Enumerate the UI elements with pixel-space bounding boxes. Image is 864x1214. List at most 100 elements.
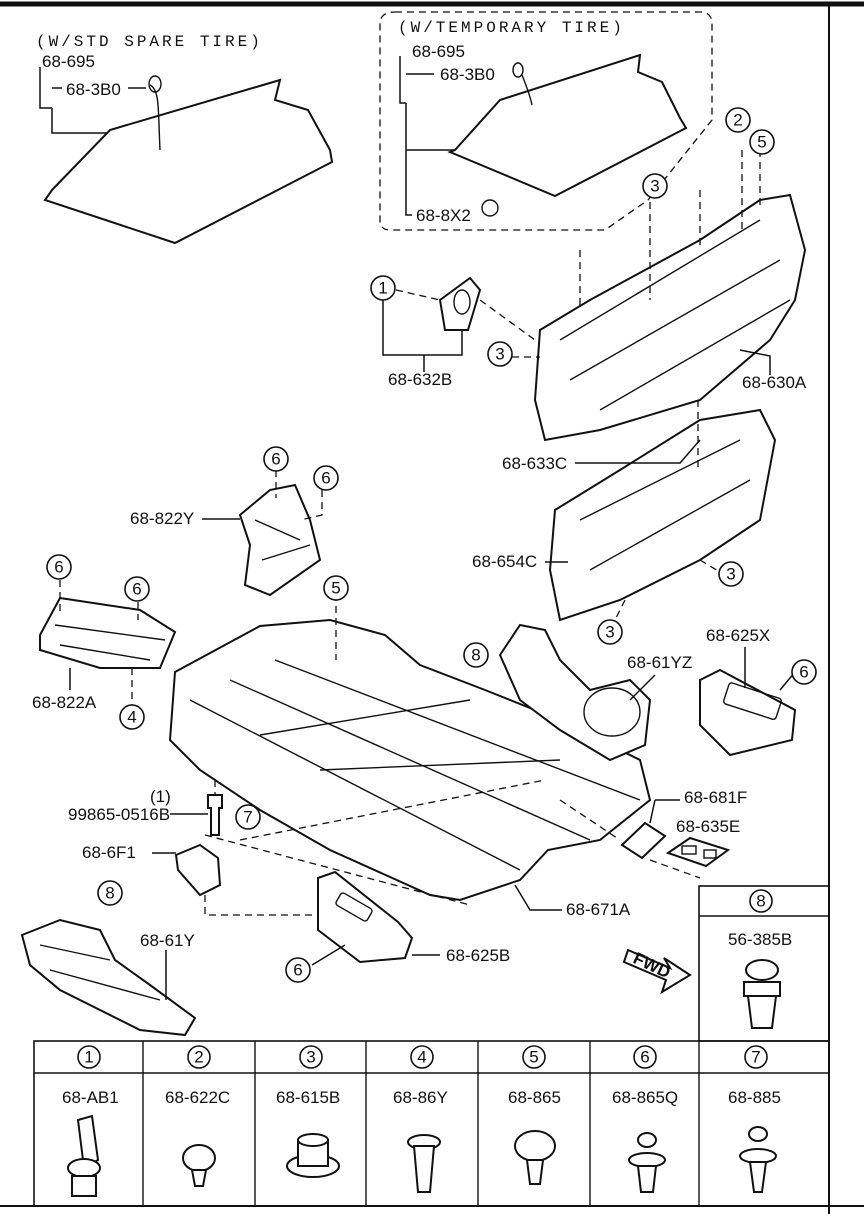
label-68-625b: 68-625B <box>446 946 510 965</box>
label-68-61yz: 68-61YZ <box>627 653 692 672</box>
table-col-6: 6 68-865Q <box>612 1045 678 1107</box>
panel-625b-slot <box>335 892 373 922</box>
dash-insulator-68-630a <box>533 193 807 442</box>
dash-822a <box>59 580 139 705</box>
dash-6f1 <box>204 780 330 916</box>
svg-text:4: 4 <box>417 1048 426 1067</box>
fastener-68-86y-icon <box>407 1134 441 1193</box>
svg-text:5: 5 <box>757 133 766 152</box>
table-col-5: 5 68-865 <box>508 1045 561 1107</box>
callout-6e: 6 <box>791 659 817 685</box>
svg-text:6: 6 <box>132 580 141 599</box>
callout-3c: 3 <box>718 561 744 587</box>
svg-text:8: 8 <box>756 892 765 911</box>
callout-2a: 2 <box>725 107 751 133</box>
svg-text:6: 6 <box>293 961 302 980</box>
grommet-hole <box>453 289 471 315</box>
label-68-654c: 68-654C <box>472 552 537 571</box>
pad-68-681f <box>620 821 667 860</box>
label-99865-0516b: 99865-0516B <box>68 805 170 824</box>
callout-6c: 6 <box>46 554 72 580</box>
clip-68-8x2 <box>481 199 499 217</box>
fastener-68-865q-icon <box>628 1132 666 1193</box>
trim-68-61y <box>20 918 197 1037</box>
callout-6d: 6 <box>124 576 150 602</box>
label-68-8x2: 68-8X2 <box>416 206 471 225</box>
header-temp-tire: (W/TEMPORARY TIRE) <box>398 19 625 37</box>
table-col-3: 3 68-615B <box>276 1045 340 1107</box>
label-68-625x: 68-625X <box>706 626 770 645</box>
svg-text:2: 2 <box>194 1048 203 1067</box>
label-68-632b: 68-632B <box>388 370 452 389</box>
svg-text:3: 3 <box>306 1048 315 1067</box>
trunk-mat-hook <box>148 75 162 93</box>
leader-temp-group <box>399 56 455 216</box>
bracket-68-822y <box>238 483 322 597</box>
label-68-681f: 68-681F <box>684 788 747 807</box>
leader-68-630a <box>739 349 771 375</box>
pad-635e-inner-a <box>681 845 697 855</box>
fastener-table <box>33 1040 830 1207</box>
label-68-671a: 68-671A <box>566 900 631 919</box>
bracket-68-822a <box>39 596 177 669</box>
label-68-695-a: 68-695 <box>42 52 95 71</box>
svg-text:2: 2 <box>733 111 742 130</box>
svg-text:6: 6 <box>321 469 330 488</box>
temp-tire-group-box <box>379 11 713 231</box>
trim-61y-ribs <box>39 944 161 1001</box>
pad-68-6f1 <box>174 843 222 897</box>
svg-text:3: 3 <box>726 565 735 584</box>
carpet-contours <box>189 659 641 871</box>
callout-3d: 3 <box>597 619 623 645</box>
svg-text:5: 5 <box>331 579 340 598</box>
callout-6a: 6 <box>263 446 289 472</box>
leader-68-633c <box>575 439 701 464</box>
leader-68-695-a <box>39 67 110 134</box>
table-col-2: 2 68-622C <box>165 1045 230 1107</box>
bolt-99865-0516b <box>207 794 223 836</box>
label-68-695-b: 68-695 <box>412 42 465 61</box>
callout-6b: 6 <box>313 465 339 491</box>
table-col-4: 4 68-86Y <box>393 1045 448 1107</box>
table-col-1: 1 68-AB1 <box>62 1045 119 1107</box>
leader-68-671a <box>514 884 562 911</box>
fwd-arrow: FWD <box>622 949 692 995</box>
dash-822y <box>275 470 323 521</box>
callout-7a: 7 <box>235 804 261 830</box>
insulator-654c-ribs <box>579 439 751 571</box>
callout-5b: 5 <box>323 575 349 601</box>
table-part-6: 68-865Q <box>612 1088 678 1107</box>
dash-pads <box>559 799 701 879</box>
table-part-7: 68-885 <box>728 1088 781 1107</box>
fastener-68-865-icon <box>514 1130 556 1185</box>
table-col-7: 7 68-885 <box>728 1045 781 1107</box>
bracket-822y-ribs <box>254 519 311 561</box>
callout-3a: 3 <box>642 173 668 199</box>
table-part-4: 68-86Y <box>393 1088 448 1107</box>
table-part-3: 68-615B <box>276 1088 340 1107</box>
callout-5a: 5 <box>749 129 775 155</box>
label-68-3b0-a: 68-3B0 <box>66 80 121 99</box>
fwd-label: FWD <box>630 949 673 983</box>
fastener-68-615b-icon <box>286 1133 340 1178</box>
clip-56-385b-icon <box>743 959 781 1029</box>
insulator-68-654c <box>548 408 777 622</box>
label-68-822a: 68-822A <box>32 693 97 712</box>
panel-625x-slot <box>723 682 782 721</box>
temp-mat-strap <box>521 74 533 106</box>
label-68-6f1: 68-6F1 <box>82 843 136 862</box>
svg-text:6: 6 <box>271 450 280 469</box>
label-68-3b0-b: 68-3B0 <box>440 65 495 84</box>
label-68-633c: 68-633C <box>502 454 567 473</box>
label-68-822y: 68-822Y <box>130 509 194 528</box>
bracket-822a-ribs <box>54 624 166 661</box>
temp-mat-hook <box>512 62 524 78</box>
dash-upper-right <box>512 150 761 631</box>
leader-68-61yz <box>629 674 656 701</box>
svg-text:4: 4 <box>127 708 136 727</box>
svg-text:8: 8 <box>105 884 114 903</box>
trim-61yz-boss <box>583 687 641 737</box>
label-68-630a: 68-630A <box>742 373 807 392</box>
panel-68-625b <box>317 870 414 964</box>
